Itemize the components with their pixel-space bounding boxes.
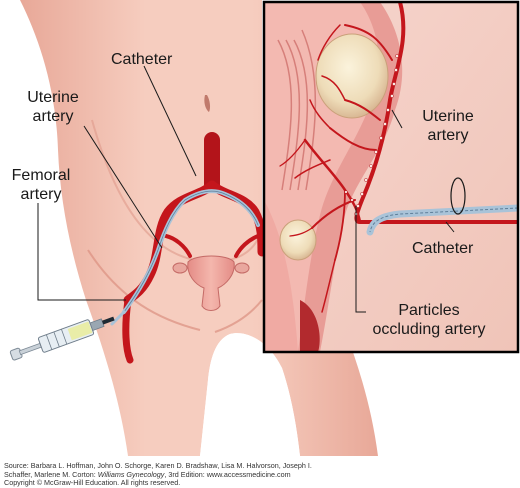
label-uterine-inset-line1: Uterine: [422, 108, 474, 125]
label-particles: Particles occluding artery: [366, 301, 492, 339]
source-credit: Source: Barbara L. Hoffman, John O. Scho…: [4, 461, 516, 488]
label-femoral-line1: Femoral: [11, 167, 71, 184]
label-particles-line2: occluding artery: [372, 321, 486, 338]
source-line2: Schaffer, Marlene M. Corton: Williams Gy…: [4, 469, 516, 480]
source-line2-suffix: , 3rd Edition: www.accessmedicine.com: [164, 469, 291, 479]
leader-lines-main: [37, 65, 197, 301]
label-uterine-inset-line2: artery: [427, 127, 469, 144]
label-uterine-artery-inset: Uterine artery: [404, 107, 492, 145]
label-femoral-line2: artery: [20, 186, 62, 203]
label-uterine-main-line1: Uterine: [27, 89, 79, 106]
source-line2-prefix: Schaffer, Marlene M. Corton:: [4, 469, 98, 479]
syringe: [9, 316, 115, 361]
uterus-small: [172, 255, 250, 311]
inset-panel: [262, 0, 520, 354]
source-line3: Copyright © McGraw-Hill Education. All r…: [4, 478, 181, 488]
label-uterine-artery-main: Uterine artery: [18, 88, 88, 126]
label-catheter-main: Catheter: [111, 51, 173, 68]
main-catheter: [110, 189, 260, 326]
label-particles-line1: Particles: [398, 302, 460, 319]
source-line2-book: Williams Gynecology: [97, 469, 165, 479]
source-line1: Source: Barbara L. Hoffman, John O. Scho…: [4, 461, 312, 470]
label-uterine-main-line2: artery: [32, 108, 74, 125]
leader-lines-inset: [355, 109, 455, 313]
label-femoral-artery: Femoral artery: [4, 166, 78, 204]
label-catheter-inset: Catheter: [412, 240, 474, 257]
